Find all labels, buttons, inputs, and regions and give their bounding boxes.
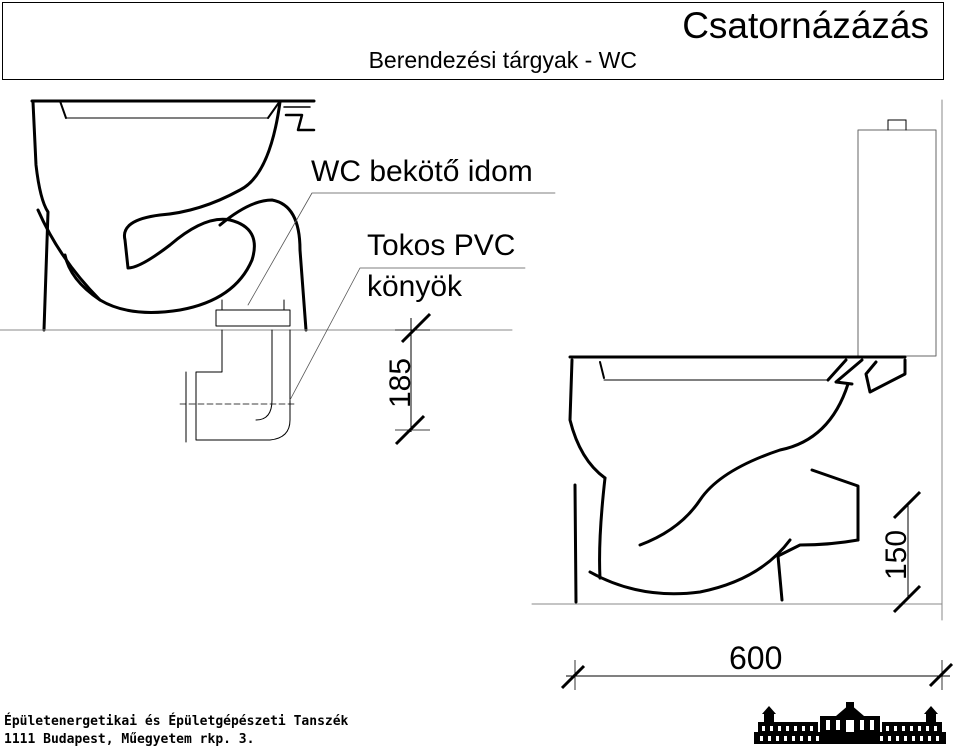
footer-department: Épületenergetikai és Épületgépészeti Tan… bbox=[4, 714, 349, 729]
footer-address: 1111 Budapest, Műegyetem rkp. 3. bbox=[4, 732, 255, 747]
dimension-600 bbox=[560, 660, 954, 690]
dimension-185-label: 185 bbox=[384, 358, 417, 408]
elbow-label-line2: könyök bbox=[367, 270, 463, 303]
page-subtitle: Berendezési tárgyak - WC bbox=[368, 47, 637, 73]
dimension-600-label: 600 bbox=[729, 640, 783, 676]
elbow-label-line1: Tokos PVC bbox=[367, 229, 516, 262]
right-wc-elevation bbox=[531, 99, 943, 621]
connector-label: WC bekötő idom bbox=[311, 155, 533, 188]
dimension-150-label: 150 bbox=[880, 530, 913, 580]
title-box: Csatornázázás Berendezési tárgyak - WC bbox=[2, 2, 944, 80]
university-building-logo bbox=[754, 702, 946, 744]
left-wc-section bbox=[0, 99, 556, 443]
page-title: Csatornázázás bbox=[682, 5, 929, 46]
dimension-185 bbox=[394, 312, 432, 446]
dimension-150 bbox=[892, 490, 922, 614]
